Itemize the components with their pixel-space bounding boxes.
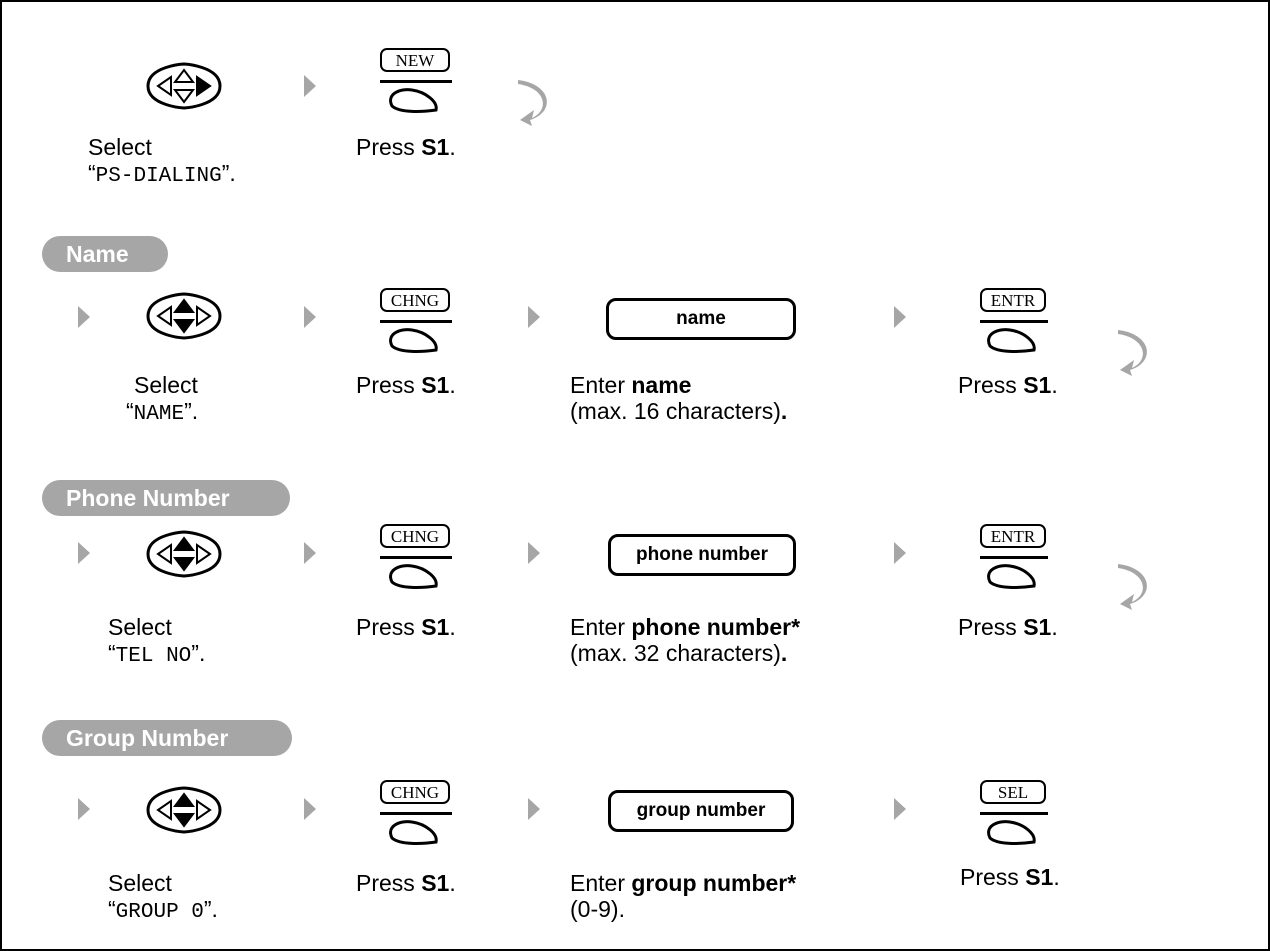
arrow-right-icon [78, 306, 90, 328]
soft-key-new-label: NEW [380, 48, 450, 72]
soft-key-icon[interactable] [984, 326, 1040, 354]
arrow-right-icon [78, 798, 90, 820]
arrow-right-icon [894, 542, 906, 564]
press-s1-caption: Press S1. [356, 372, 456, 398]
enter-limit: (0-9). [570, 896, 625, 922]
select-caption: Select [134, 372, 198, 398]
soft-key-bar [980, 556, 1048, 559]
press-s1-caption: Press S1. [960, 864, 1060, 890]
navigator-key-icon[interactable] [144, 290, 224, 342]
soft-key-icon[interactable] [386, 562, 442, 590]
soft-key-entr-label: ENTR [980, 524, 1046, 548]
select-caption: Select [88, 134, 152, 160]
soft-key-chng-label: CHNG [380, 288, 450, 312]
enter-caption: Enter group number* [570, 870, 797, 896]
press-s1-caption: Press S1. [958, 614, 1058, 640]
soft-key-chng-label: CHNG [380, 524, 450, 548]
curved-arrow-icon [1118, 564, 1147, 610]
select-value: “NAME”. [126, 398, 199, 426]
arrow-right-icon [304, 798, 316, 820]
phone-number-input-box[interactable]: phone number [608, 534, 796, 576]
enter-limit: (max. 32 characters). [570, 640, 788, 666]
arrow-right-icon [894, 306, 906, 328]
arrow-right-icon [78, 542, 90, 564]
soft-key-bar [980, 320, 1048, 323]
press-s1-caption: Press S1. [958, 372, 1058, 398]
soft-key-bar [380, 556, 452, 559]
press-s1-caption: Press S1. [356, 614, 456, 640]
name-input-box[interactable]: name [606, 298, 796, 340]
soft-key-bar [980, 812, 1048, 815]
soft-key-bar [380, 80, 452, 83]
enter-caption: Enter phone number* [570, 614, 801, 640]
select-value: “TEL NO”. [108, 640, 206, 668]
enter-limit: (max. 16 characters). [570, 398, 788, 424]
soft-key-icon[interactable] [386, 326, 442, 354]
soft-key-sel-label: SEL [980, 780, 1046, 804]
navigator-key-icon[interactable] [144, 528, 224, 580]
select-value: “PS-DIALING”. [88, 160, 236, 188]
arrow-right-icon [304, 75, 316, 97]
curved-arrow-icon [518, 80, 547, 126]
arrow-right-icon [304, 542, 316, 564]
select-value: “GROUP 0”. [108, 896, 218, 924]
soft-key-chng-label: CHNG [380, 780, 450, 804]
press-s1-caption: Press S1. [356, 134, 456, 160]
section-title-name: Name [42, 236, 168, 272]
soft-key-icon[interactable] [386, 818, 442, 846]
navigator-key-icon[interactable] [144, 784, 224, 836]
enter-caption: Enter name [570, 372, 692, 398]
soft-key-entr-label: ENTR [980, 288, 1046, 312]
arrow-right-icon [304, 306, 316, 328]
press-s1-caption: Press S1. [356, 870, 456, 896]
section-title-group-number: Group Number [42, 720, 292, 756]
arrow-right-icon [894, 798, 906, 820]
soft-key-icon[interactable] [984, 562, 1040, 590]
section-title-phone-number: Phone Number [42, 480, 290, 516]
soft-key-bar [380, 812, 452, 815]
soft-key-icon[interactable] [984, 818, 1040, 846]
arrow-right-icon [528, 798, 540, 820]
arrow-right-icon [528, 306, 540, 328]
group-number-input-box[interactable]: group number [608, 790, 794, 832]
arrow-right-icon [528, 542, 540, 564]
select-caption: Select [108, 870, 172, 896]
navigator-key-icon[interactable] [144, 60, 224, 112]
curved-arrow-icon [1118, 330, 1147, 376]
soft-key-bar [380, 320, 452, 323]
select-caption: Select [108, 614, 172, 640]
soft-key-icon[interactable] [386, 86, 442, 114]
